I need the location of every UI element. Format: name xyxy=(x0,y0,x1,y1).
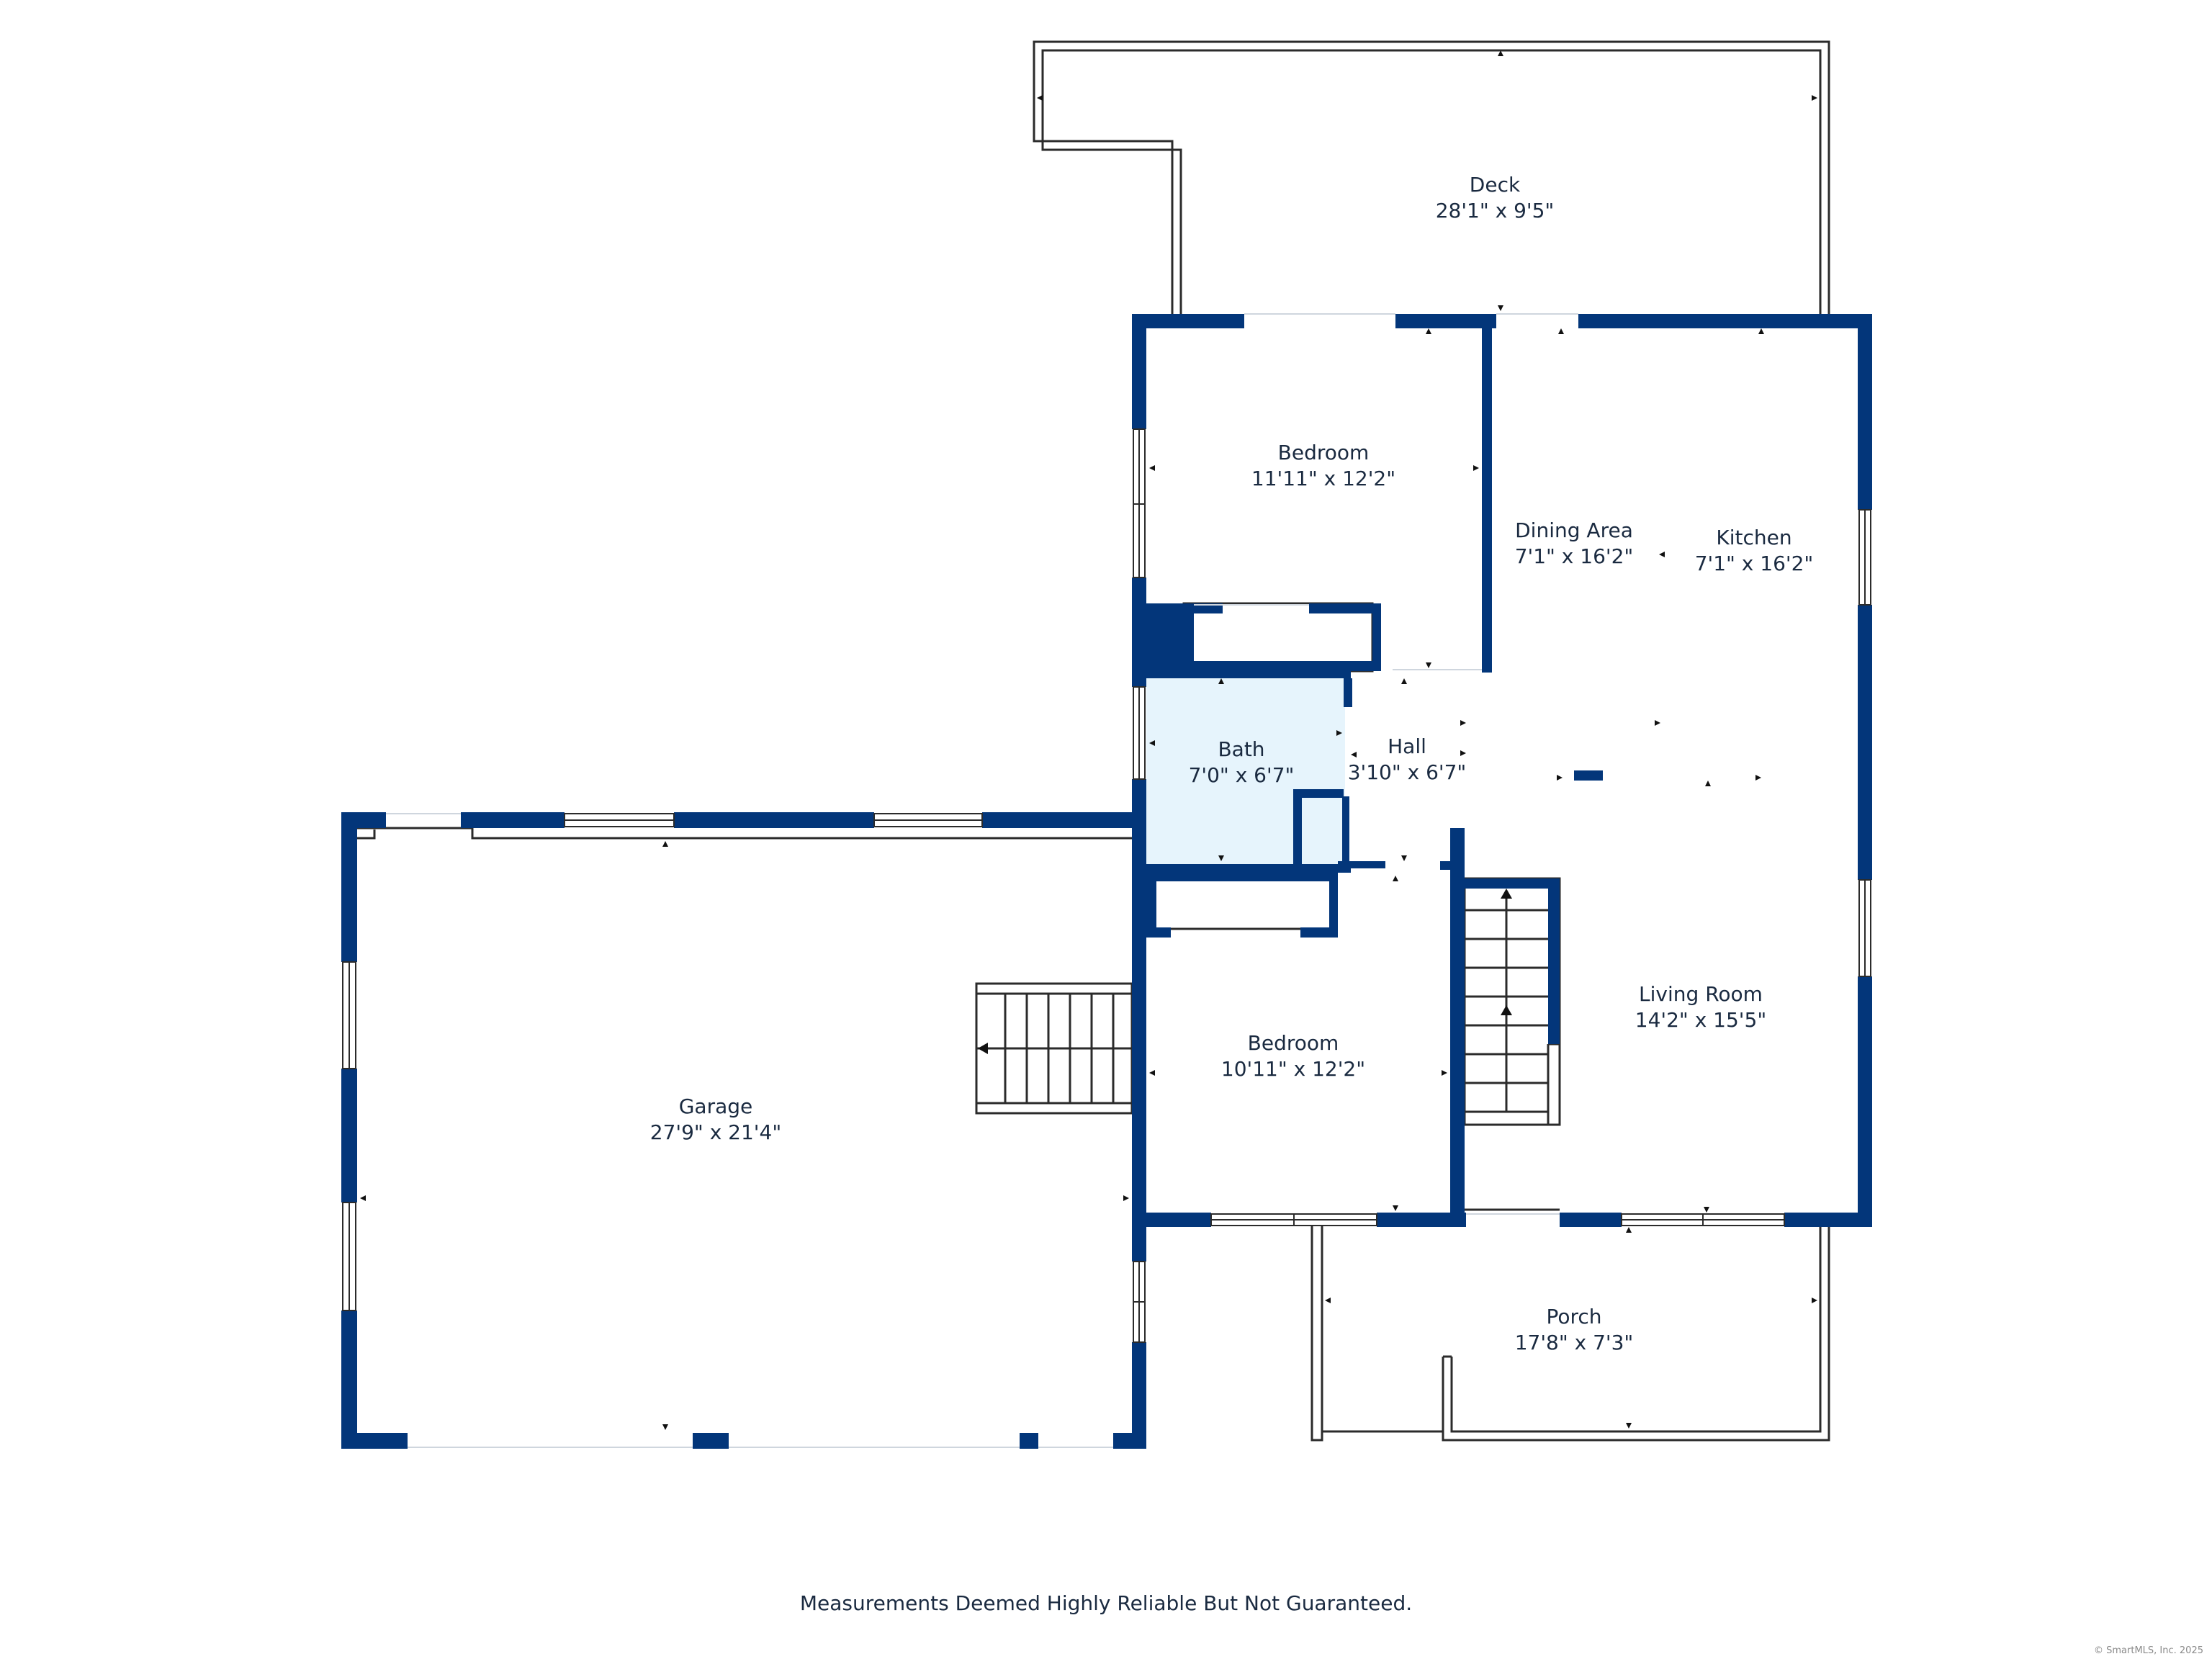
hall-label: Hall xyxy=(1388,734,1426,758)
porch-label: Porch xyxy=(1546,1305,1601,1328)
dining-area-label: Dining Area xyxy=(1515,518,1633,542)
porch-dimensions: 17'8" x 7'3" xyxy=(1515,1331,1634,1354)
bedroom2-label: Bedroom xyxy=(1248,1031,1339,1055)
living-room-label: Living Room xyxy=(1639,982,1763,1006)
windows xyxy=(342,428,1871,1343)
bath-dimensions: 7'0" x 6'7" xyxy=(1189,763,1295,787)
bath-label: Bath xyxy=(1218,737,1264,761)
garage-dimensions: 27'9" x 21'4" xyxy=(650,1120,781,1144)
bedroom2-dimensions: 10'11" x 12'2" xyxy=(1221,1057,1365,1081)
openings xyxy=(386,313,1578,1448)
walls xyxy=(341,314,1872,1449)
kitchen-label: Kitchen xyxy=(1716,526,1791,549)
deck-outline xyxy=(1033,40,1830,314)
door-arrow-icon xyxy=(360,50,1817,1430)
stairs-icon xyxy=(975,982,1133,1115)
living-room-dimensions: 14'2" x 15'5" xyxy=(1635,1008,1766,1032)
garage-label: Garage xyxy=(679,1094,753,1118)
dining-area-dimensions: 7'1" x 16'2" xyxy=(1515,544,1634,568)
kitchen-dimensions: 7'1" x 16'2" xyxy=(1695,552,1814,575)
stairs-arrow-icon xyxy=(1501,889,1512,899)
stairs-icon xyxy=(1463,877,1561,1126)
stairs-arrow-icon xyxy=(1501,1005,1512,1015)
copyright-text: © SmartMLS, Inc. 2025 xyxy=(2094,1645,2203,1656)
bath-floor xyxy=(1146,678,1345,864)
porch-outline xyxy=(1310,1224,1830,1442)
deck-label: Deck xyxy=(1470,173,1521,197)
hall-dimensions: 3'10" x 6'7" xyxy=(1348,760,1467,784)
thin-outlines xyxy=(357,602,1560,1211)
stairs-arrow-icon xyxy=(978,1043,988,1054)
disclaimer-text: Measurements Deemed Highly Reliable But … xyxy=(800,1591,1412,1615)
bedroom1-label: Bedroom xyxy=(1278,441,1370,464)
deck-dimensions: 28'1" x 9'5" xyxy=(1436,199,1555,222)
bedroom1-dimensions: 11'11" x 12'2" xyxy=(1251,467,1395,490)
